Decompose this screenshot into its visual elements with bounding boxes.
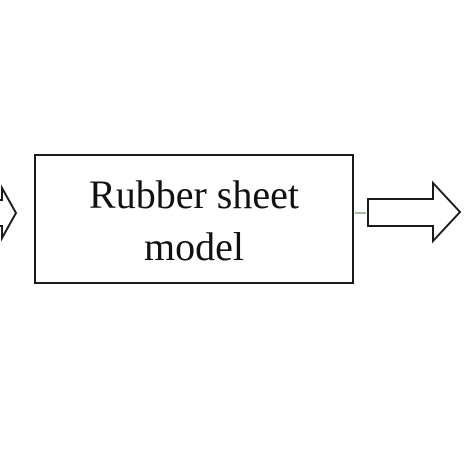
process-box-label: Rubber sheet model [89, 172, 299, 269]
outgoing-arrow [367, 180, 462, 244]
incoming-arrow [0, 184, 18, 242]
rubber-sheet-model-box: Rubber sheet model [34, 154, 354, 284]
